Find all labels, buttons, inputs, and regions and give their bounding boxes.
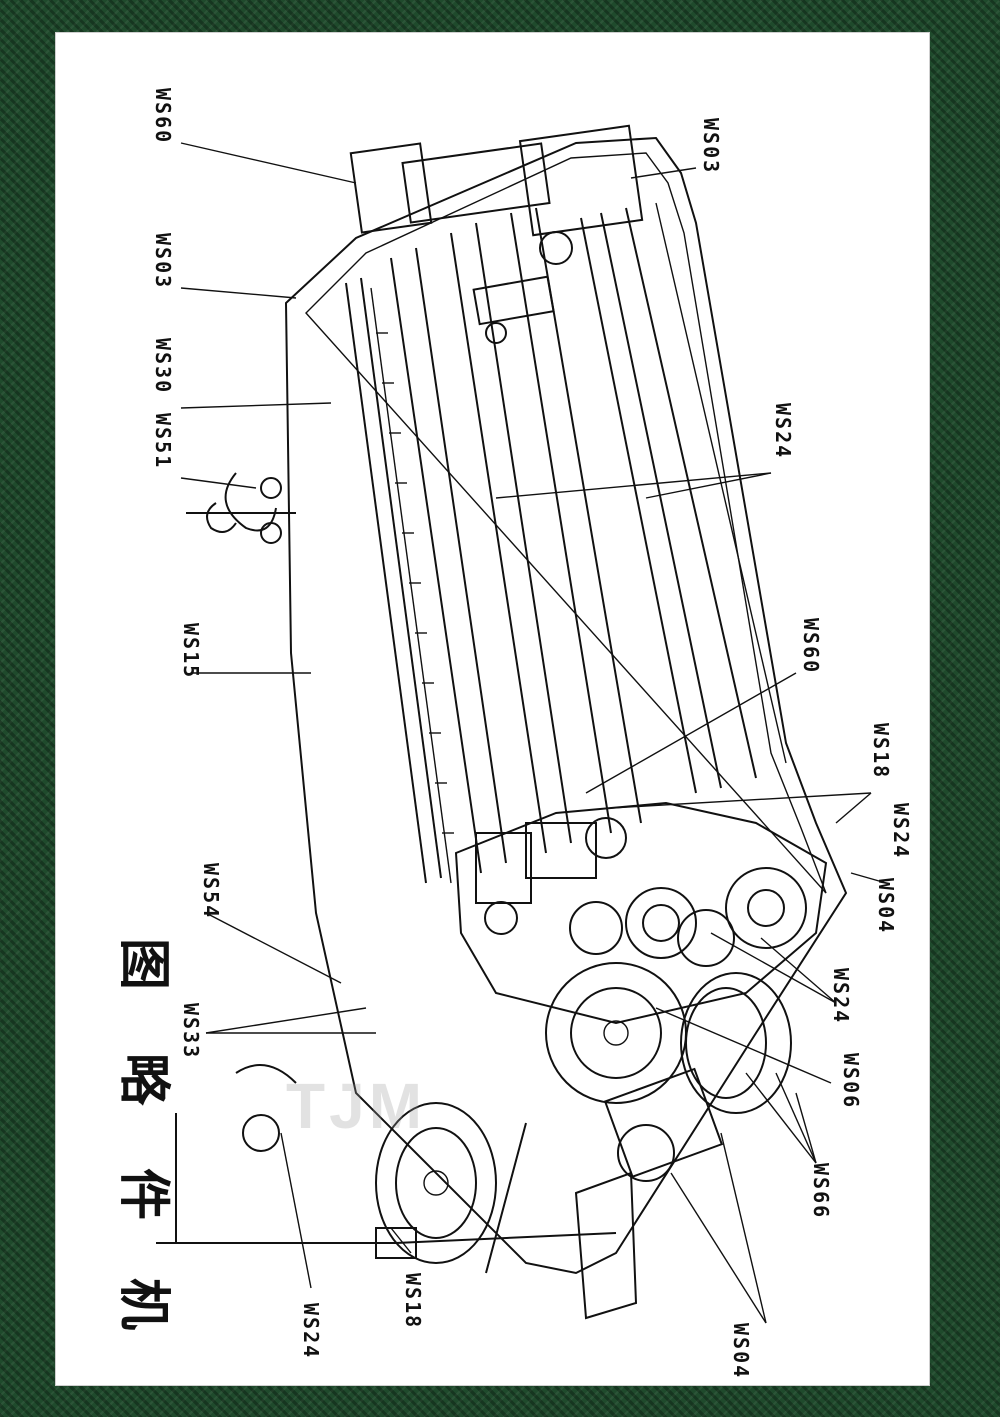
label-ws15: WS15	[179, 623, 203, 679]
label-ws54: WS54	[199, 863, 223, 919]
title-char-2: 件	[113, 1168, 174, 1220]
loom-machine	[156, 124, 848, 1320]
loom-drawing: 机 件 略 图	[113, 88, 913, 1379]
label-ws66: WS66	[809, 1163, 833, 1219]
label-ws18-right: WS18	[869, 723, 893, 779]
label-ws60-right: WS60	[799, 618, 823, 674]
drawing-sheet: 机 件 略 图	[55, 32, 930, 1386]
title-char-1: 机	[113, 1278, 174, 1330]
label-ws24-left: WS24	[299, 1303, 323, 1359]
leader-lines	[180, 142, 887, 1324]
label-ws30: WS30	[151, 338, 175, 394]
label-ws06: WS06	[839, 1053, 863, 1109]
label-ws04-bottom: WS04	[729, 1323, 753, 1379]
label-ws51: WS51	[151, 413, 175, 469]
title-group: 机 件 略 图	[113, 938, 174, 1330]
label-ws04-top: WS04	[874, 878, 898, 934]
labels-left: WS60 WS03 WS30 WS51 WS15 WS54 WS33 WS18 …	[151, 88, 425, 1359]
labels-right: WS03 WS24 WS60 WS18 WS24 WS04 WS24 WS06 …	[699, 118, 913, 1379]
title-char-3: 略	[113, 1053, 174, 1106]
title-char-4: 图	[113, 938, 174, 990]
watermark: TJM	[286, 1070, 426, 1142]
label-ws24-bottom: WS24	[829, 968, 853, 1024]
label-ws18-left: WS18	[401, 1273, 425, 1329]
label-ws03-right: WS03	[699, 118, 723, 174]
label-ws24-mid: WS24	[889, 803, 913, 859]
label-ws24-top: WS24	[771, 403, 795, 459]
label-ws33: WS33	[179, 1003, 203, 1059]
label-ws60-left: WS60	[151, 88, 175, 144]
label-ws03-left: WS03	[151, 233, 175, 289]
reed-comb	[370, 287, 454, 884]
